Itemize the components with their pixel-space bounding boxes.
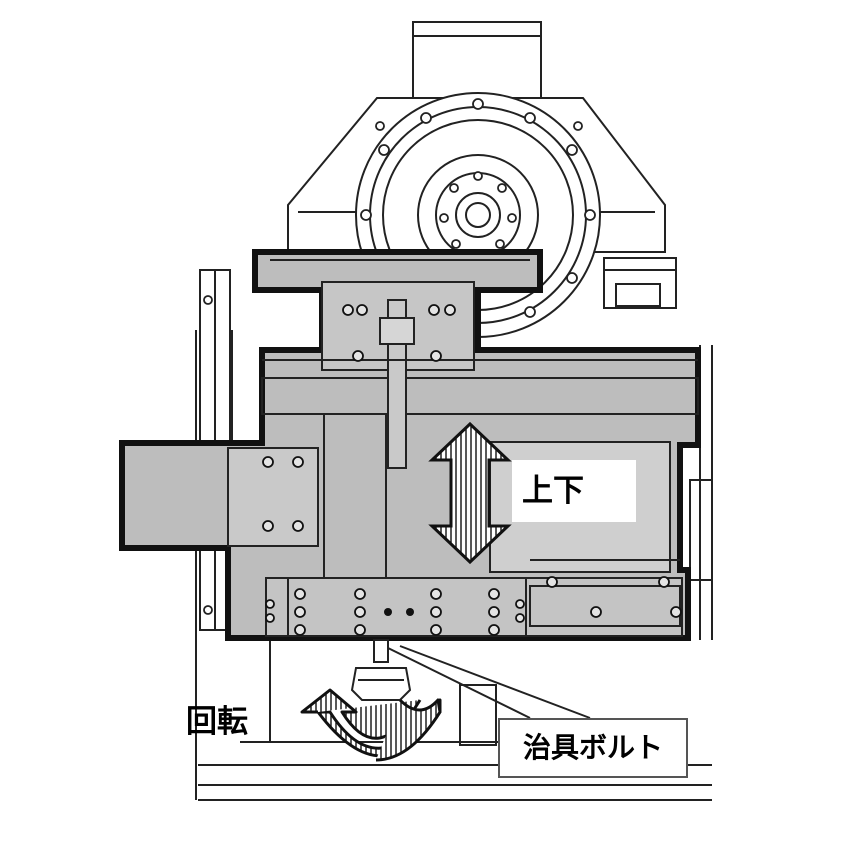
jig-bolt-shape — [350, 639, 412, 701]
jig-bolt-leader — [387, 645, 591, 719]
up-down-arrow — [428, 421, 512, 565]
flange-bolts — [203, 98, 596, 615]
rotation-arrow — [300, 688, 442, 762]
vertical-carriage — [119, 249, 701, 641]
up-down-label: 上下 — [512, 460, 636, 522]
rotation-label: 回転 — [186, 704, 248, 740]
jig-bolt-label: 治具ボルト — [498, 718, 688, 778]
